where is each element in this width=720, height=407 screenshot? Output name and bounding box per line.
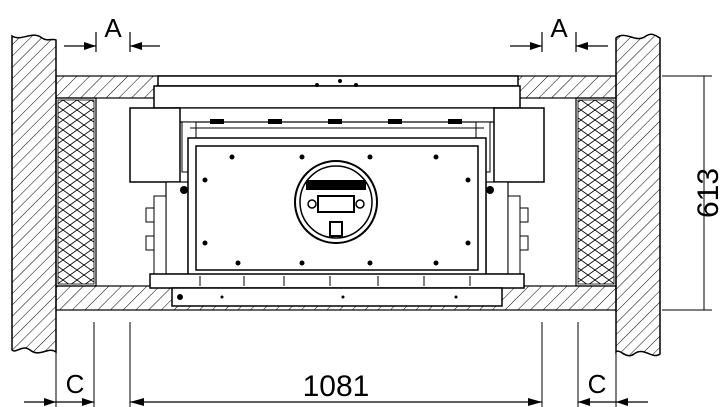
dimension-c-right: C	[578, 369, 648, 406]
dimension-1081: 1081	[130, 370, 542, 406]
left-wall	[11, 34, 57, 354]
fireplace-unit	[129, 75, 545, 307]
dimension-613-label: 613	[692, 168, 720, 218]
insulation-left	[57, 99, 95, 285]
dimension-c-right-label: C	[588, 369, 607, 399]
dimension-1081-label: 1081	[303, 370, 370, 403]
right-wall	[615, 33, 661, 357]
dimension-613: 613	[662, 75, 720, 311]
dimension-c-left: C	[24, 369, 94, 406]
dimension-a-right: A	[510, 13, 608, 52]
dimension-a-right-label: A	[550, 13, 568, 43]
insulation-right	[577, 99, 615, 285]
dimension-bottom-extensions	[55, 322, 617, 407]
dimension-a-left: A	[64, 13, 160, 52]
dimension-c-left-label: C	[66, 369, 85, 399]
dimension-a-left-label: A	[104, 13, 122, 43]
